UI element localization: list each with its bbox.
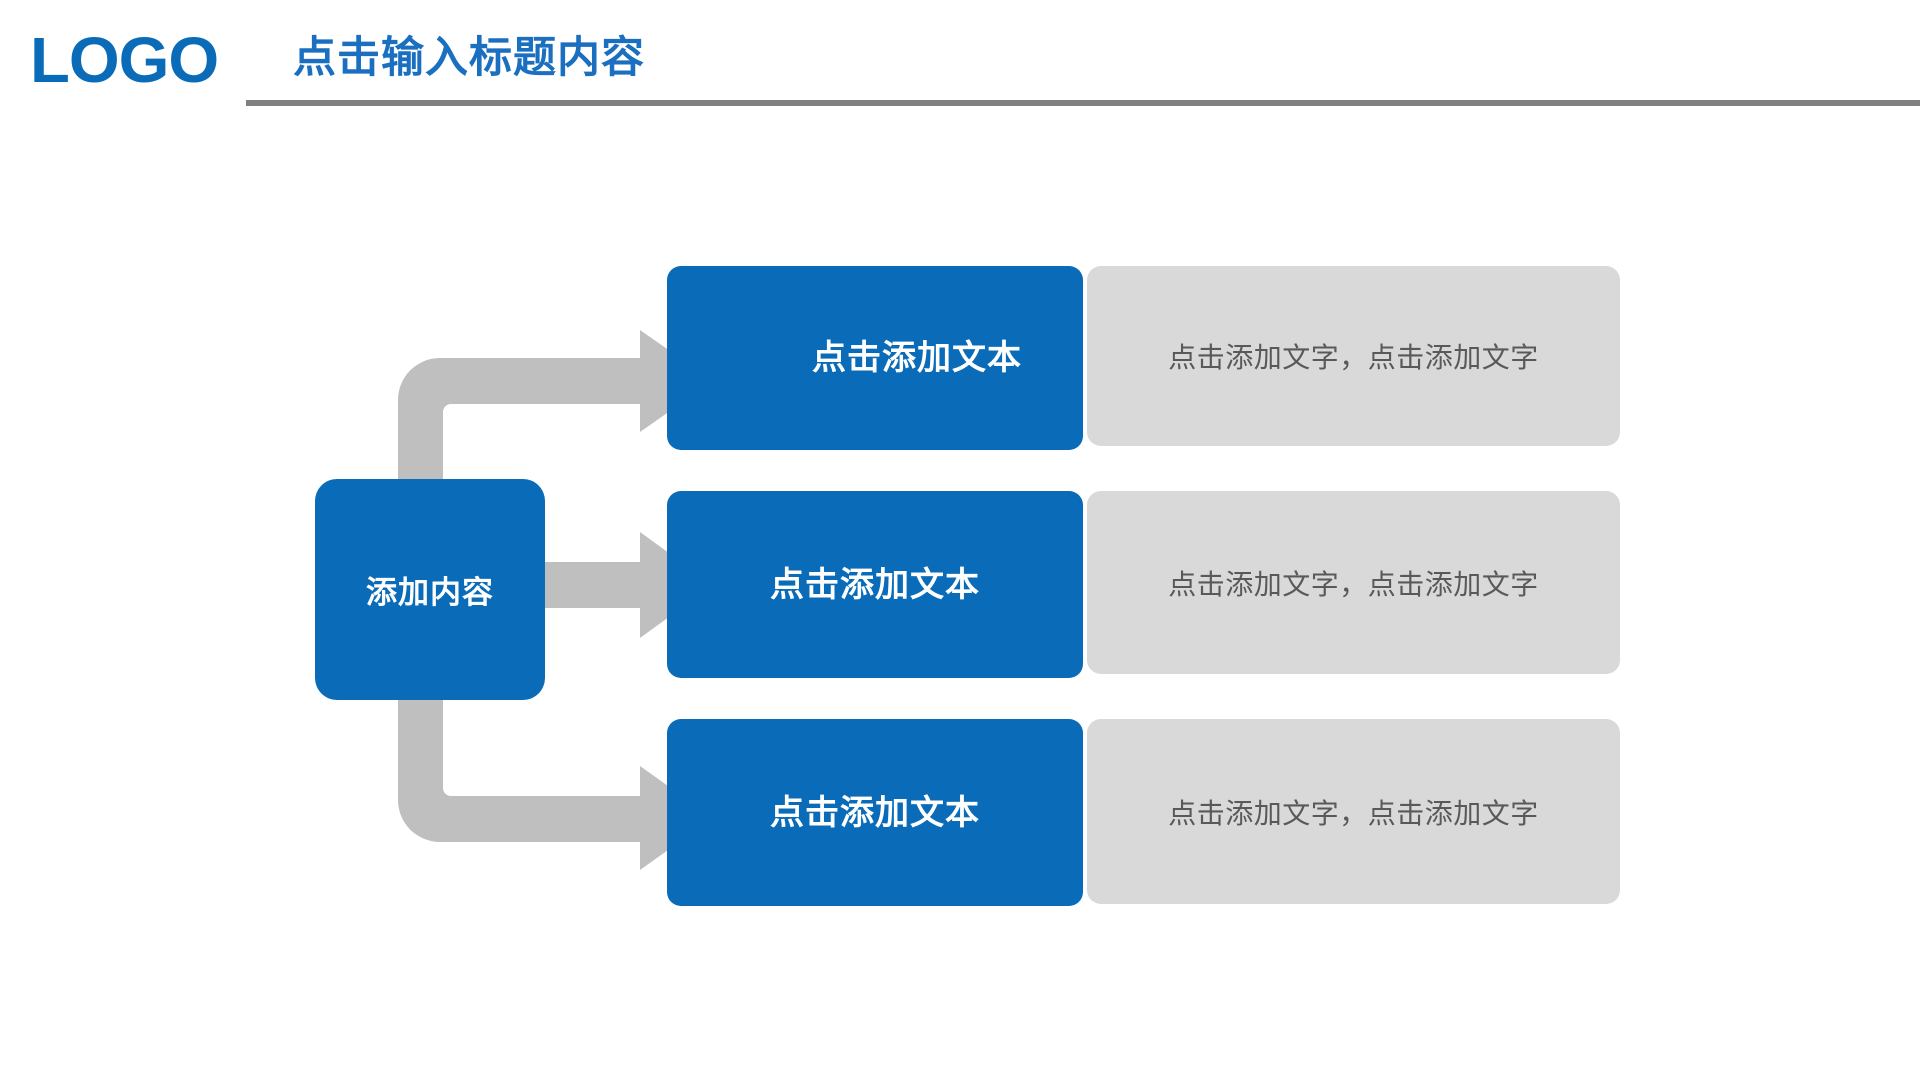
slide-header: LOGO 点击输入标题内容 [0, 0, 1920, 130]
elbow-down-arrow-icon [398, 700, 713, 870]
row-description-label-1: 点击添加文字，点击添加文字 [1168, 342, 1539, 373]
logo-text: LOGO [30, 24, 219, 96]
row-description-label-3: 点击添加文字，点击添加文字 [1168, 797, 1539, 829]
root-node[interactable]: 添加内容 [315, 479, 545, 700]
elbow-up-arrow-icon [398, 330, 713, 560]
root-node-label: 添加内容 [366, 575, 494, 610]
row-title-label-2: 点击添加文本 [770, 565, 980, 604]
row-title-card-2[interactable]: 点击添加文本 [667, 491, 1083, 678]
row-title-label-3: 点击添加文本 [770, 793, 980, 832]
row-title-label-1: 点击添加文本 [812, 339, 1022, 377]
header-divider [246, 100, 1920, 106]
page-title: 点击输入标题内容 [293, 34, 645, 82]
row-description-card-1[interactable]: 点击添加文字，点击添加文字 [1087, 266, 1620, 446]
row-title-card-1[interactable]: 点击添加文本 [667, 266, 1083, 450]
row-description-card-2[interactable]: 点击添加文字，点击添加文字 [1087, 491, 1620, 674]
row-title-card-3[interactable]: 点击添加文本 [667, 719, 1083, 906]
row-description-card-3[interactable]: 点击添加文字，点击添加文字 [1087, 719, 1620, 904]
row-description-label-2: 点击添加文字，点击添加文字 [1168, 568, 1539, 600]
